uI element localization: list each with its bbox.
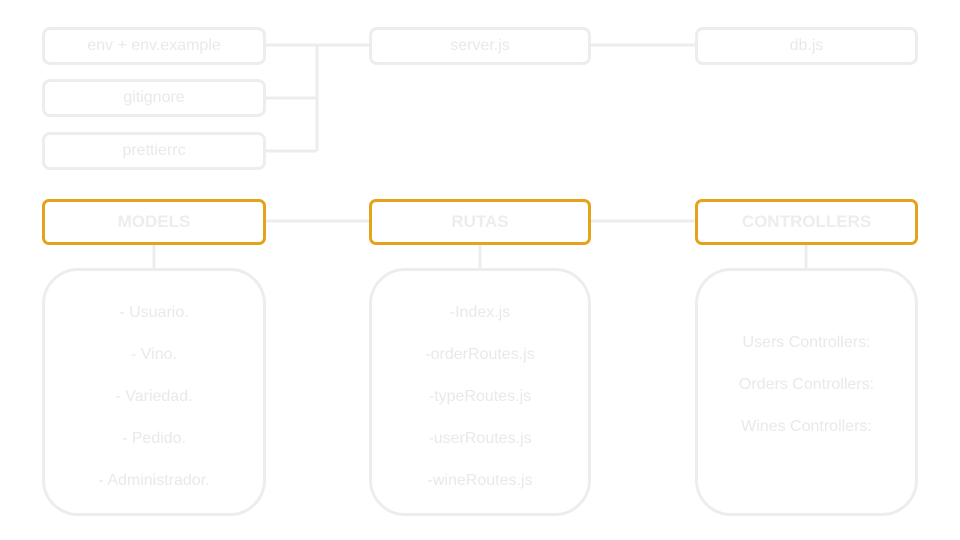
rutas-list: -Index.js -orderRoutes.js -typeRoutes.js… — [369, 268, 591, 516]
models-header: MODELS — [42, 199, 266, 245]
gitignore-node: gitignore — [42, 79, 266, 117]
list-item: -wineRoutes.js — [427, 472, 533, 489]
list-item: - Variedad. — [115, 388, 193, 405]
server-label: server.js — [450, 37, 510, 54]
rutas-header: RUTAS — [369, 199, 591, 245]
controllers-header: CONTROLLERS — [695, 199, 918, 245]
prettierrc-node: prettierrc — [42, 132, 266, 170]
rutas-title: RUTAS — [451, 212, 509, 231]
list-item: - Administrador. — [98, 472, 210, 489]
gitignore-label: gitignore — [123, 89, 185, 106]
list-item: - Vino. — [131, 346, 177, 363]
list-item: -typeRoutes.js — [428, 388, 532, 405]
list-item: - Usuario. — [119, 304, 189, 321]
list-item: - Pedido. — [121, 430, 187, 447]
env-file-node: env + env.example — [42, 27, 266, 65]
controllers-title: CONTROLLERS — [741, 212, 872, 231]
server-node: server.js — [369, 27, 591, 65]
env-file-label: env + env.example — [87, 37, 221, 54]
list-item: -Index.js — [449, 304, 511, 321]
prettierrc-label: prettierrc — [122, 142, 186, 159]
db-node: db.js — [695, 27, 918, 65]
list-item: Orders Controllers: — [738, 376, 875, 393]
models-list: - Usuario. - Vino. - Variedad. - Pedido.… — [42, 268, 266, 516]
list-item: Wines Controllers: — [741, 418, 872, 435]
models-title: MODELS — [117, 212, 191, 231]
list-item: -orderRoutes.js — [425, 346, 535, 363]
list-item: Users Controllers: — [742, 334, 871, 351]
db-label: db.js — [789, 37, 824, 54]
list-item: -userRoutes.js — [428, 430, 532, 447]
controllers-list: Users Controllers: Orders Controllers: W… — [695, 268, 918, 516]
